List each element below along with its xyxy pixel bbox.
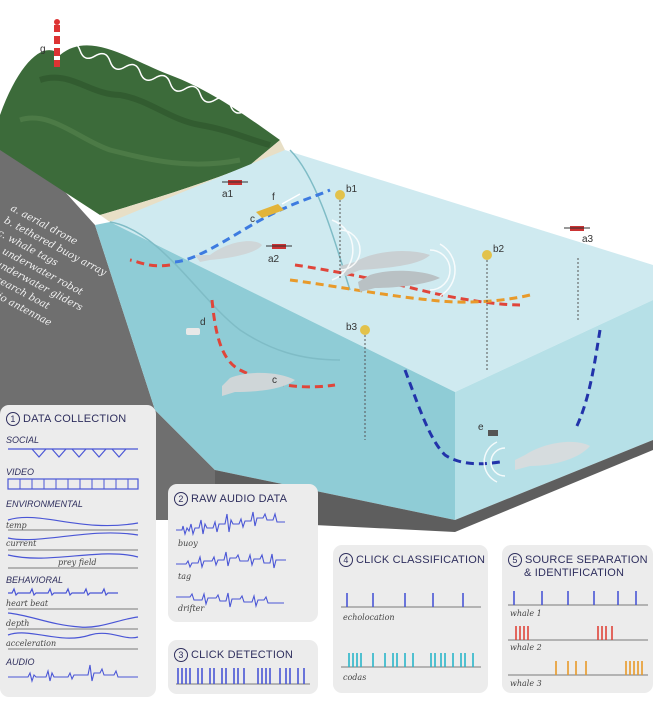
aerial-drone-icon [266,244,292,249]
track-label: current [6,539,37,548]
whale-track [210,299,336,389]
sonar-arcs [331,219,506,483]
track-label: whale 1 [510,609,542,618]
track-label: depth [6,619,30,628]
social-signal [8,448,138,458]
marker-b3: b3 [346,322,358,333]
collection-waveforms [7,448,139,683]
track-label: whale 3 [510,679,542,688]
water-side [455,300,653,520]
click-marks [177,668,305,684]
echolocation-clicks [346,593,464,607]
behavior-signals [7,587,139,650]
marker-c: c [272,375,277,386]
forest-hill [0,45,280,215]
water-front [95,222,455,520]
track-label: temp [6,521,27,530]
classification-marks [341,593,481,668]
track-label: whale 2 [510,643,542,652]
sperm-whale-icon [195,241,262,262]
aerial-drone-icon [222,180,248,185]
section-label: BEHAVIORAL [6,575,64,585]
track-label: buoy [178,539,198,548]
whale-track [403,369,501,466]
whale-2-clicks [515,626,613,640]
track-label: echolocation [343,613,395,622]
audio-signal [8,664,138,683]
coda-clicks [348,653,474,667]
marker-a3: a3 [582,234,594,245]
beach [100,140,285,222]
marker-a2: a2 [268,254,280,265]
marker-b2: b2 [493,244,505,255]
water-surface [110,150,653,392]
buoy-icon [360,325,370,440]
audio-waveform [176,551,286,570]
radio-wave [64,41,246,114]
marker-d: d [200,317,206,328]
audio-waveform [176,511,285,537]
separation-marks [508,591,648,676]
track-label: heart beat [6,599,49,608]
marker-c: c [250,214,255,225]
marker-f: f [272,192,275,203]
env-signals [7,516,139,569]
buoy-icon [482,250,492,370]
marker-g: g [40,44,46,55]
track-label: prey field [58,558,97,567]
underwater-glider-icon [488,430,498,436]
sperm-whale-icon [358,270,440,292]
panel-title-line2: & IDENTIFICATION [524,567,625,579]
marker-a1: a1 [222,189,234,200]
click-detection-marks [176,668,310,685]
track-label: acceleration [6,639,57,648]
sperm-whale-icon [340,250,430,276]
section-label: ENVIRONMENTAL [6,499,83,509]
research-boat-icon [256,193,301,218]
buoy-icon [335,190,345,280]
whale-track [573,329,602,431]
sperm-whale-icon [515,441,590,470]
whale-1-clicks [513,591,637,605]
whale-track [129,258,171,268]
section-label: VIDEO [6,467,35,477]
section-label: SOCIAL [6,435,40,445]
marker-b1: b1 [346,184,358,195]
aerial-drone-icon [564,226,590,231]
audio-waveform [176,591,284,609]
track-label: drifter [178,604,205,613]
track-label: tag [178,572,192,581]
track-label: codas [343,673,367,682]
video-strip [7,478,139,490]
whale-3-clicks [555,661,643,675]
sperm-whale-icon [222,372,295,396]
section-label: AUDIO [6,657,35,667]
radio-antenna-icon [54,19,60,67]
raw-audio-waveforms [176,511,286,609]
marker-e: e [478,422,484,433]
underwater-robot-icon [186,328,200,335]
